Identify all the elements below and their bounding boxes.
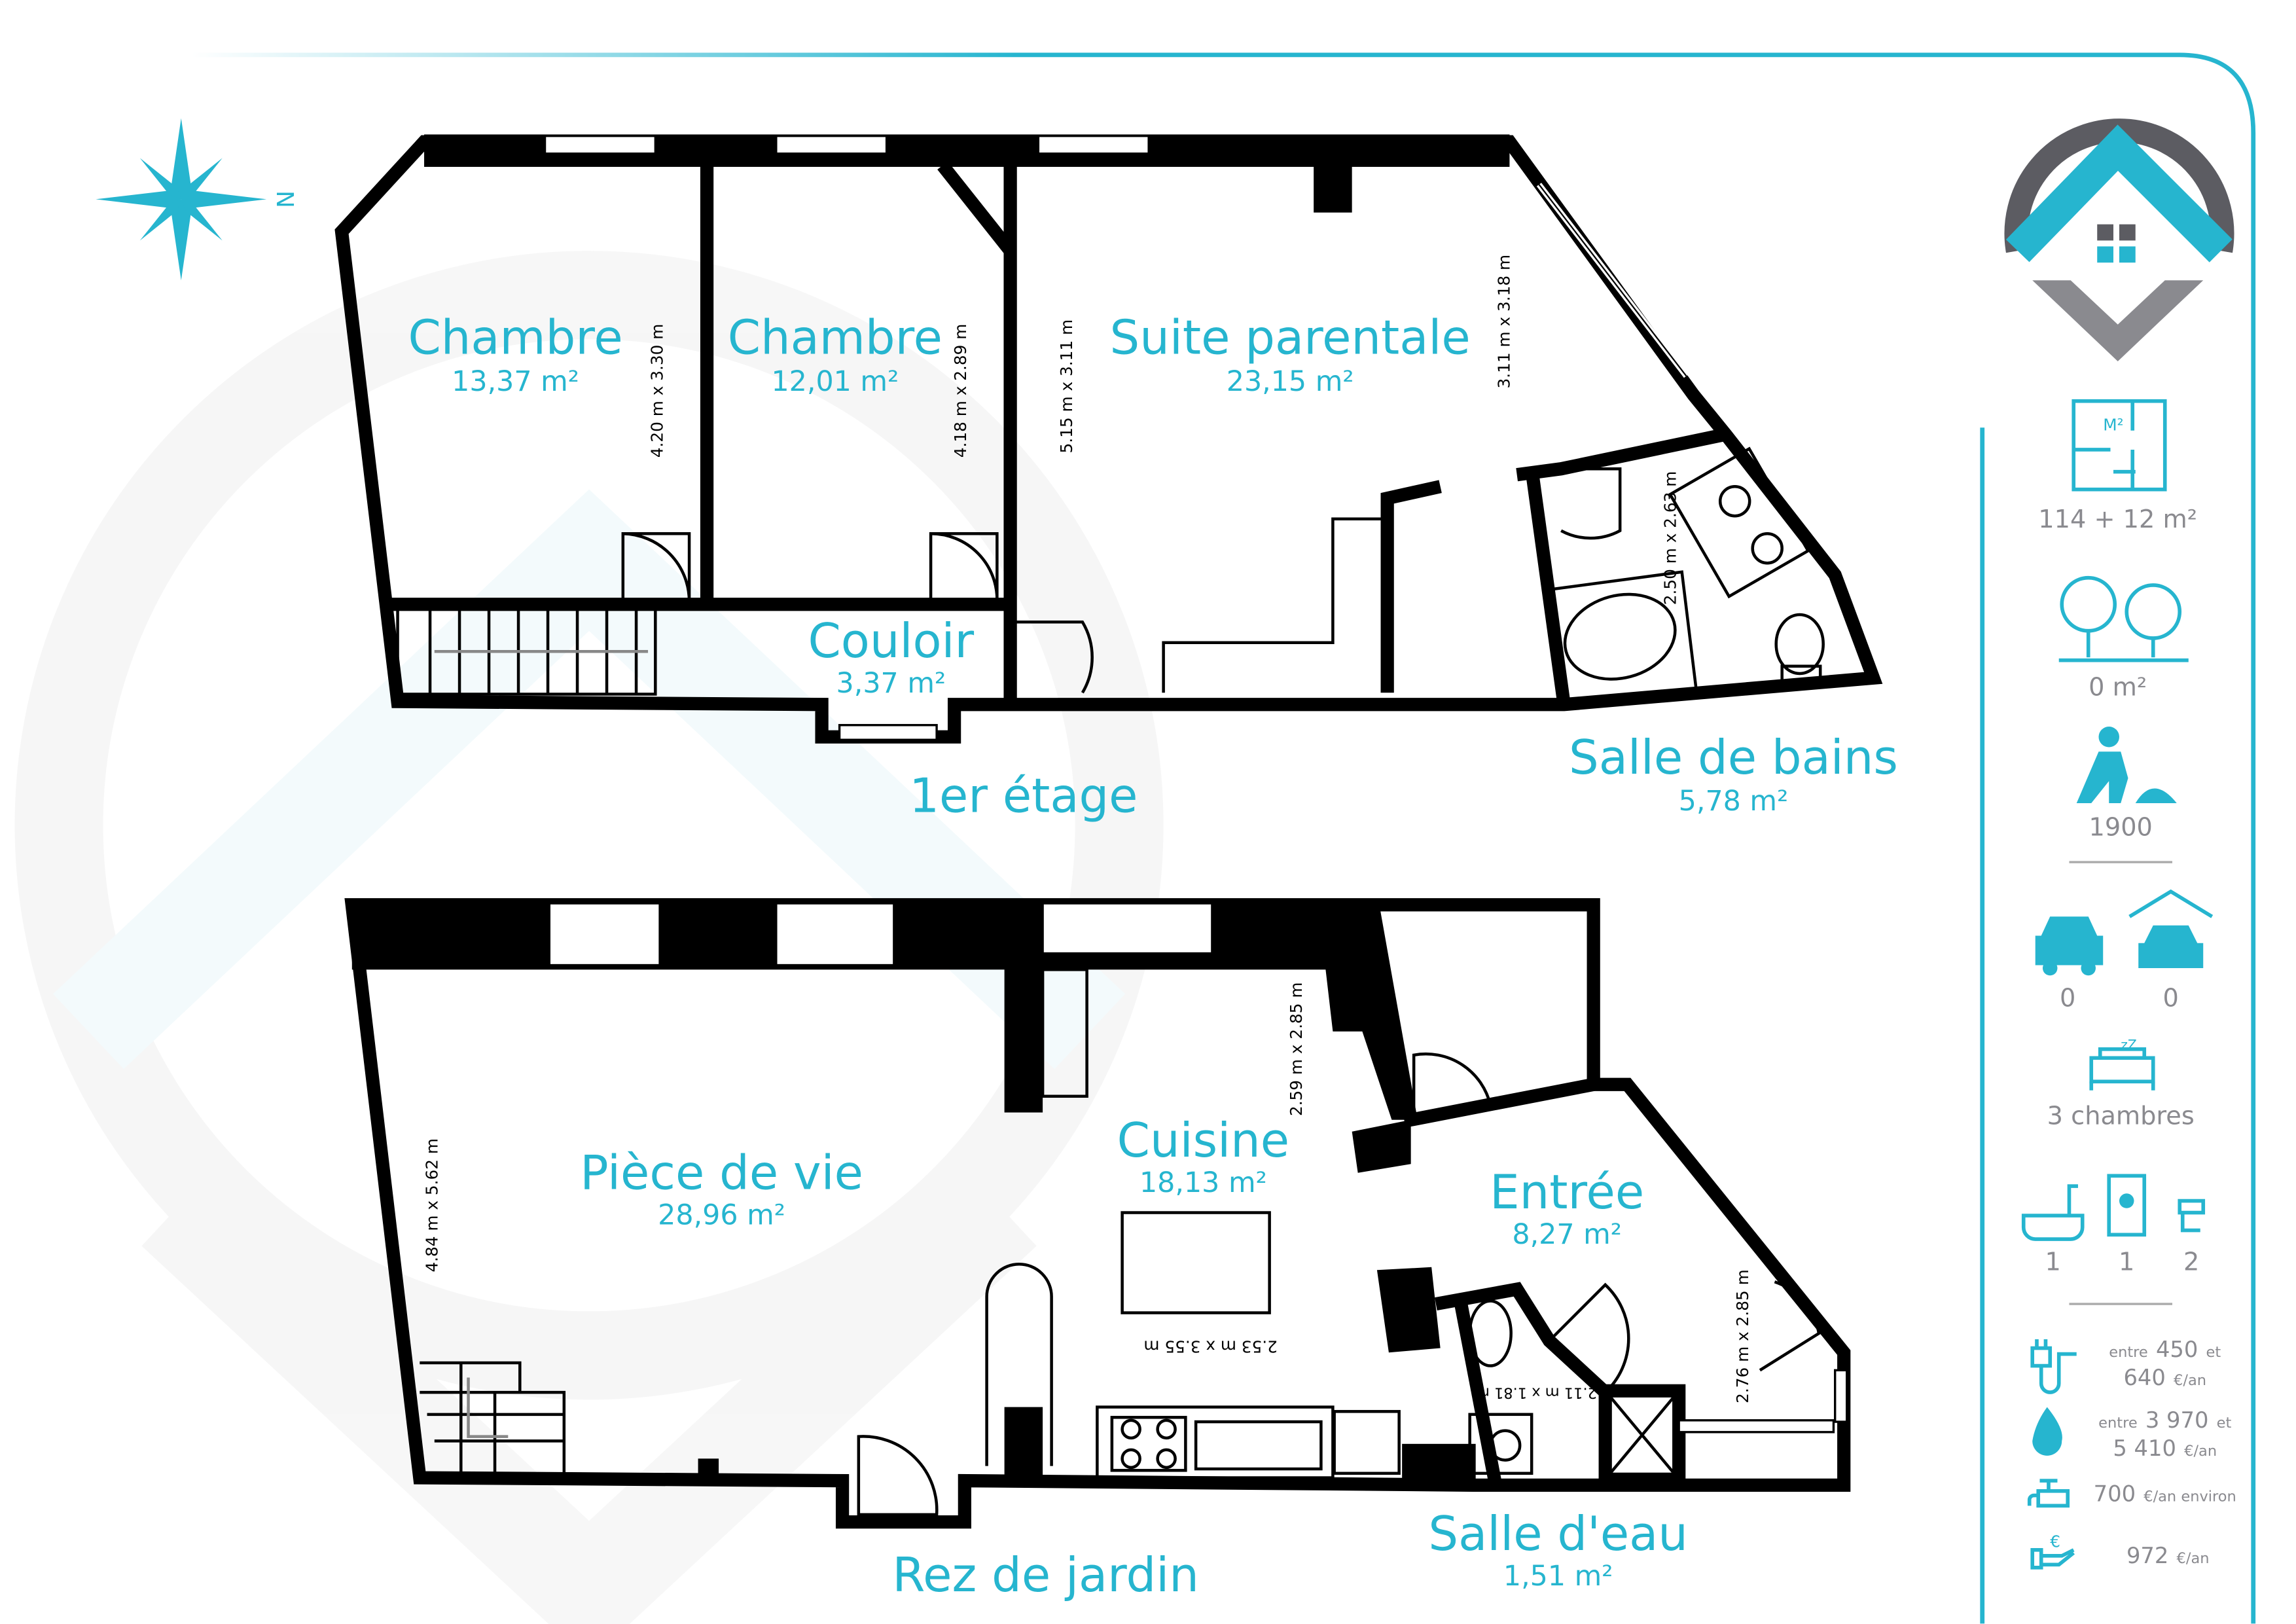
lower-floor-plan: Pièce de vie 28,96 m² 4.84 m x 5.62 m Cu… [344,898,1851,1602]
room-name-piece-de-vie: Pièce de vie [580,1146,863,1200]
svg-text:M²: M² [2103,416,2123,435]
upper-floor-plan: Chambre 13,37 m² 4.20 m x 3.30 m Chambre… [334,134,1898,823]
electricity-cost: entre 450 et 640 €/an [2030,1334,2221,1394]
trees-icon [2058,575,2189,662]
room-name-cuisine: Cuisine [1117,1113,1289,1168]
parking-garage-value: 0 [2163,984,2179,1013]
tap-icon [2027,1479,2070,1508]
surface-stat: M² 114 + 12 m² [2038,399,2197,534]
floorplan-m2-icon: M² [2072,399,2167,492]
room-name-chambre-1: Chambre [408,310,622,365]
bedrooms-stat: zZ 3 chambres [2047,1037,2195,1131]
surface-value: 114 + 12 m² [2038,505,2197,534]
room-dims-entree: 2.76 m x 2.85 m [1733,1269,1752,1403]
room-name-chambre-2: Chambre [728,310,942,365]
room-name-couloir: Couloir [808,613,975,668]
bed-icon: zZ [2089,1037,2155,1091]
bedrooms-value: 3 chambres [2047,1102,2195,1131]
room-area-piece-de-vie: 28,96 m² [658,1199,785,1232]
brand-logo [2004,118,2234,361]
svg-text:entre 3 970 et: entre 3 970 et [2098,1405,2231,1434]
svg-text:700 €/an environ: 700 €/an environ [2094,1479,2236,1508]
room-area-salle-d-eau: 1,51 m² [1503,1560,1613,1593]
staircase [396,607,657,696]
hand-euro-icon: € [2030,1532,2075,1570]
garden-value: 0 m² [2089,673,2147,702]
svg-text:640 €/an: 640 €/an [2123,1362,2206,1392]
room-area-suite: 23,15 m² [1227,365,1354,398]
toilet-icon [2178,1199,2206,1233]
bathroom-stat: 1 1 2 [2021,1174,2206,1276]
showers-value: 1 [2119,1247,2134,1276]
plug-icon [2030,1339,2077,1394]
room-name-entree: Entrée [1490,1164,1644,1219]
parking-stat: 0 0 [2035,889,2214,1013]
room-dims-chambre-2: 4.18 m x 2.89 m [951,324,970,458]
room-area-entree: 8,27 m² [1512,1218,1622,1251]
room-dims-suite: 5.15 m x 3.11 m [1057,319,1076,454]
frame-border [191,52,2256,1624]
floor-label-upper: 1er étage [909,768,1138,823]
svg-text:972 €/an: 972 €/an [2126,1540,2210,1570]
svg-text:5 410 €/an: 5 410 €/an [2113,1433,2217,1462]
compass-rose-icon: N [96,118,298,281]
garage-icon [2128,889,2214,969]
room-name-suite: Suite parentale [1110,310,1471,365]
room-dims-chambre-1: 4.20 m x 3.30 m [648,324,667,458]
room-dims-cuisine: 2.59 m x 2.85 m [1287,982,1306,1116]
car-icon [2035,916,2104,976]
floor-label-lower: Rez de jardin [892,1547,1198,1602]
room-dims-salle-de-bains: 2.50 m x 2.63 m [1661,471,1680,605]
room-dims-suite-2: 3.11 m x 3.18 m [1494,255,1513,389]
shower-icon [2107,1174,2147,1237]
room-name-salle-de-bains: Salle de bains [1569,730,1898,785]
svg-text:entre 450 et: entre 450 et [2109,1334,2221,1363]
watermark-logo [14,251,1164,1624]
room-area-chambre-2: 12,01 m² [771,365,899,398]
heating-cost: entre 3 970 et 5 410 €/an [2032,1405,2231,1462]
bathtub-icon [2021,1184,2085,1241]
bathtubs-value: 1 [2045,1247,2061,1276]
construction-worker-icon [2076,726,2177,803]
tax-cost: € 972 €/an [2030,1532,2210,1570]
svg-text:zZ: zZ [2121,1037,2137,1053]
compass-north-label: N [271,190,298,208]
toilets-value: 2 [2183,1247,2199,1276]
room-area-couloir: 3,37 m² [836,667,946,700]
room-name-salle-d-eau: Salle d'eau [1428,1506,1688,1561]
year-stat: 1900 [2076,726,2177,842]
room-area-cuisine: 18,13 m² [1139,1166,1267,1199]
room-area-chambre-1: 13,37 m² [452,365,579,398]
bathtub-fixture [1547,570,1698,702]
room-area-salle-de-bains: 5,78 m² [1679,785,1789,818]
room-dims-salle-d-eau: 2.11 m x 1.81 m [1475,1384,1597,1401]
svg-text:€: € [2050,1532,2060,1551]
garden-stat: 0 m² [2058,575,2189,702]
parking-outdoor-value: 0 [2060,984,2075,1013]
year-value: 1900 [2089,813,2153,842]
room-dims-piece-de-vie: 4.84 m x 5.62 m [422,1138,441,1272]
staircase-lower [420,1361,566,1473]
room-dims-cuisine-2: 2.53 m x 3.55 m [1143,1337,1278,1356]
water-cost: 700 €/an environ [2027,1479,2236,1508]
flame-icon [2032,1407,2062,1456]
